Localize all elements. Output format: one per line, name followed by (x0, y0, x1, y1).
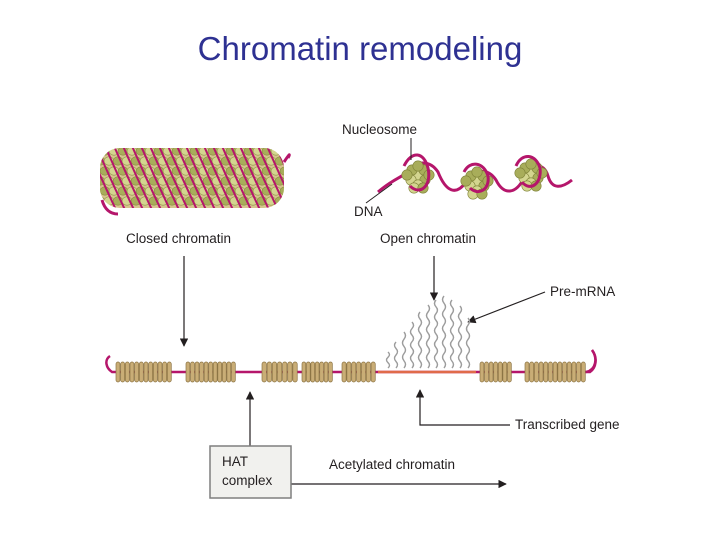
chromatin-fiber (105, 349, 597, 383)
dna-label: DNA (354, 204, 383, 219)
closed-chromatin-fiber (100, 148, 291, 216)
transcribed-gene-label: Transcribed gene (515, 417, 620, 432)
open-chromatin-nucleosomes (377, 153, 573, 200)
hat-complex-box: HAT complex (209, 445, 292, 499)
nucleosome (514, 158, 548, 192)
pre-mrna-label: Pre-mRNA (550, 284, 615, 299)
pre-mrna-transcripts (385, 295, 471, 369)
transcribed-gene-arrow (415, 389, 510, 426)
page-title: Chromatin remodeling (197, 30, 523, 67)
pre-mrna-arrow (467, 291, 546, 324)
open-chromatin-label: Open chromatin (380, 231, 476, 246)
acetylated-chromatin-label: Acetylated chromatin (329, 457, 455, 472)
hat-complex-line1: HAT (222, 454, 248, 469)
nucleosome-label: Nucleosome (342, 122, 417, 137)
hat-complex-line2: complex (222, 473, 273, 488)
closed-chromatin-label: Closed chromatin (126, 231, 231, 246)
